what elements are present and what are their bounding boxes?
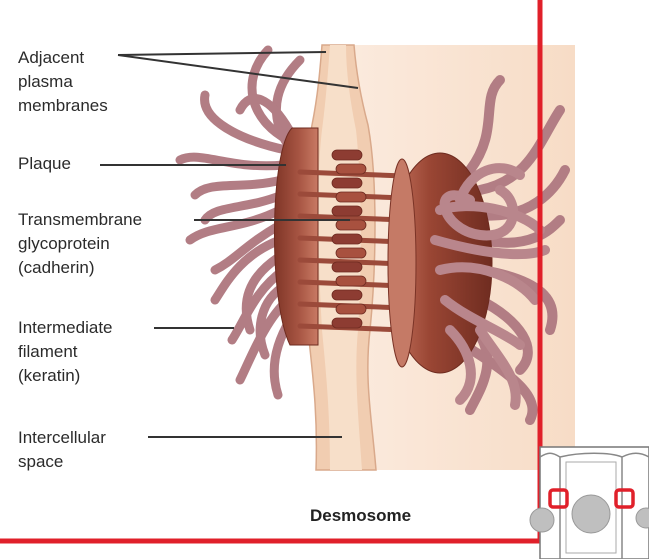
nucleus	[571, 494, 611, 534]
cadherin-segment	[331, 289, 363, 301]
cadherin-segment	[331, 261, 363, 273]
filament	[445, 325, 476, 405]
cadherin-segment	[331, 177, 363, 189]
cadherin-segment	[331, 233, 363, 245]
filament	[465, 75, 505, 175]
leader-adjacent-1	[117, 51, 327, 56]
cadherin-segment	[331, 205, 363, 217]
cell-layer-inset	[529, 446, 649, 559]
filament	[435, 201, 545, 235]
plaque-right	[387, 152, 493, 374]
desmosome-marker-right	[614, 488, 635, 509]
leader-adjacent-2	[117, 54, 359, 89]
intermediate-filaments-right	[465, 75, 570, 425]
filament	[210, 235, 285, 305]
cadherin-segment	[335, 163, 367, 175]
filament	[475, 325, 521, 410]
filament	[477, 215, 565, 248]
filament	[475, 165, 570, 221]
leader-lines	[100, 51, 359, 438]
cadherin-segment	[335, 247, 367, 259]
filament	[210, 220, 285, 275]
intermediate-filaments-right-front	[430, 163, 550, 410]
diagram-title: Desmosome	[310, 506, 412, 525]
label-intermediate-filament: Intermediate filament (keratin)	[18, 318, 113, 385]
label-plaque: Plaque	[18, 154, 71, 173]
filament	[235, 94, 297, 140]
cadherin-segment	[335, 303, 367, 315]
filament	[200, 90, 291, 155]
filament	[455, 163, 525, 205]
filament	[430, 235, 550, 260]
cadherin-segment	[335, 219, 367, 231]
filament	[440, 295, 525, 350]
filament	[439, 185, 518, 241]
label-intercellular-space: Intercellular space	[18, 428, 106, 471]
transmembrane-glycoprotein-cadherins	[297, 149, 407, 333]
cadherin-segment	[335, 191, 367, 203]
nucleus-right	[635, 507, 649, 529]
label-adjacent-plasma-membranes: Adjacent plasma membranes	[18, 48, 108, 115]
cadherin-segment	[331, 149, 363, 161]
filament	[271, 55, 305, 150]
plaque-left	[274, 127, 319, 346]
filament	[185, 205, 285, 245]
filament	[435, 262, 540, 305]
filament	[475, 295, 533, 375]
cadherin-rod	[297, 213, 407, 223]
desmosome-marker-left	[548, 488, 569, 509]
cadherin-segment	[335, 275, 367, 287]
label-transmembrane-glycoprotein: Transmembrane glycoprotein (cadherin)	[18, 210, 143, 277]
filament	[475, 105, 565, 195]
filament	[200, 190, 287, 225]
cadherin-segment	[331, 317, 363, 329]
filament	[190, 175, 287, 200]
nucleus-left	[529, 507, 555, 533]
filament	[467, 345, 538, 425]
